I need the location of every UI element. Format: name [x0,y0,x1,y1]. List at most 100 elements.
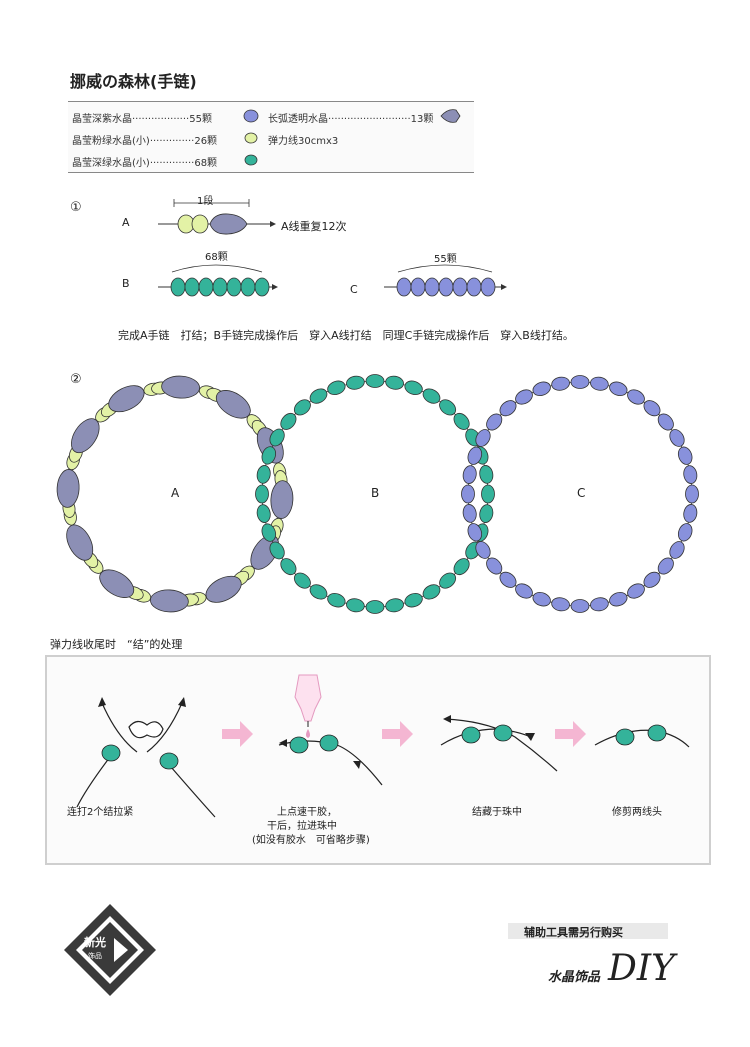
ring-c-purple-bead [467,523,483,542]
row-b-green-bead [170,277,186,297]
ring-c-purple-bead [685,484,699,504]
glue-bottle-icon [294,674,322,722]
row-b-green-bead [254,277,270,297]
ring-b-green-bead [439,572,457,589]
ring-c-purple-bead [657,557,674,575]
ring-b-green-bead [479,504,494,523]
knot-step2-caption-l2: 干后，拉进珠中 [267,821,337,832]
row-b-green-bead [198,277,214,297]
ring-c-purple-bead [669,541,685,559]
row-b-green-bead [226,277,242,297]
arrow-right-icon [555,721,586,747]
row-c-beads [396,277,496,297]
ring-c-purple-bead [499,400,517,417]
ring-b-green-bead [422,584,441,600]
ring-c-purple-bead [461,484,475,504]
knot-step2-caption-l3: (如没有胶水 可省略步骤) [252,835,370,846]
ring-c-purple-bead [627,389,645,405]
step2-marker: ② [70,372,82,387]
row-c-purple-bead [410,277,426,297]
knot-steps-illustration [76,674,690,818]
material-row-lime: 晶莹粉绿水晶(小)··············26颗 [72,136,218,147]
row-c-label: C [350,283,358,296]
swatch-lime-bead [244,132,258,144]
ring-b-green-bead [422,388,441,404]
ring-c-purple-bead [677,523,693,542]
ring-b-green-bead [256,504,271,523]
material-row-green: 晶莹深绿水晶(小)··············68颗 [72,158,218,169]
swatch-oval-bead [440,109,461,123]
row-b-beads [170,277,270,297]
footer-note: 辅助工具需另行购买 [524,926,623,939]
ring-c-purple-bead [486,557,503,575]
knot-heading: 弹力线收尾时 “结”的处理 [50,638,183,651]
page-title: 挪威の森林(手链) [70,72,197,91]
ring-c-purple-bead [590,597,609,612]
ring-c-purple-bead [551,376,570,391]
ring-c-purple-bead [515,583,533,599]
ring-a-oval-bead [161,375,200,399]
ring-c-purple-bead [677,446,693,465]
ring-c-purple-bead [499,571,517,588]
ring-b-green-bead [346,375,365,390]
swatch-purple-bead [243,109,259,123]
ring-c-purple-bead [669,429,685,447]
ring-c-purple-bead [475,541,491,559]
row-c-purple-bead [438,277,454,297]
ring-b-green-bead [280,558,297,576]
brand-text: 水晶饰品 [548,970,601,985]
ring-c [461,375,699,613]
brand-logo: 新光 饰品 [64,904,156,996]
ring-c-purple-bead [609,591,628,607]
row-c-purple-bead [466,277,482,297]
row-a-repeat: A线重复12次 [281,220,347,233]
ring-c-purple-bead [515,389,533,405]
ring-c-label: C [577,486,585,500]
ring-c-purple-bead [590,376,609,391]
ring-b-green-bead [439,399,457,416]
step1-bead-rows [158,199,507,297]
material-row-oval: 长弧透明水晶··························13颗 [268,114,434,125]
ring-b-green-bead [479,465,494,484]
row-c-purple-bead [480,277,496,297]
ring-a-oval-bead [108,385,145,413]
ring-c-purple-bead [627,583,645,599]
row-b-green-bead [212,277,228,297]
materials-table: 晶莹深紫水晶··················55颗 长弧透明水晶······… [68,101,474,173]
ring-b-green-bead [327,592,346,608]
ring-c-purple-bead [532,381,551,397]
ring-c-purple-bead [683,465,698,484]
ring-a-oval-bead [71,418,100,454]
ring-c-purple-bead [551,597,570,612]
knot-green-bead [647,724,667,742]
ring-b-green-bead [255,484,269,504]
ring-c-purple-bead [657,413,674,431]
segment-label: 1段 [197,196,214,207]
ring-c-purple-bead [475,429,491,447]
ring-b-green-bead [261,523,277,542]
knot-green-bead [101,744,121,762]
ring-c-purple-bead [467,446,483,465]
ring-b-green-bead [261,446,277,465]
ring-b-green-bead [453,558,470,576]
ring-c-purple-bead [486,413,503,431]
ring-c-purple-bead [570,375,590,389]
step1-marker: ① [70,200,82,215]
ring-b-green-bead [309,388,328,404]
ring-c-purple-bead [609,381,628,397]
knot-green-bead [615,728,635,746]
logo-text-2: 饰品 [88,951,102,960]
row-a-lime-bead [191,214,209,234]
row-a-label: A [122,216,130,229]
ring-a-label: A [171,486,180,500]
ring-b-green-bead [404,380,423,396]
ring-b-green-bead [365,374,385,388]
ring-a-oval-bead [66,524,94,561]
ring-b-green-bead [309,584,328,600]
ring-c-purple-bead [570,599,590,613]
knot-green-bead [461,726,481,744]
row-c-purple-bead [424,277,440,297]
ring-c-purple-bead [532,591,551,607]
knot-green-bead [159,752,179,770]
ring-c-purple-bead [462,465,477,484]
